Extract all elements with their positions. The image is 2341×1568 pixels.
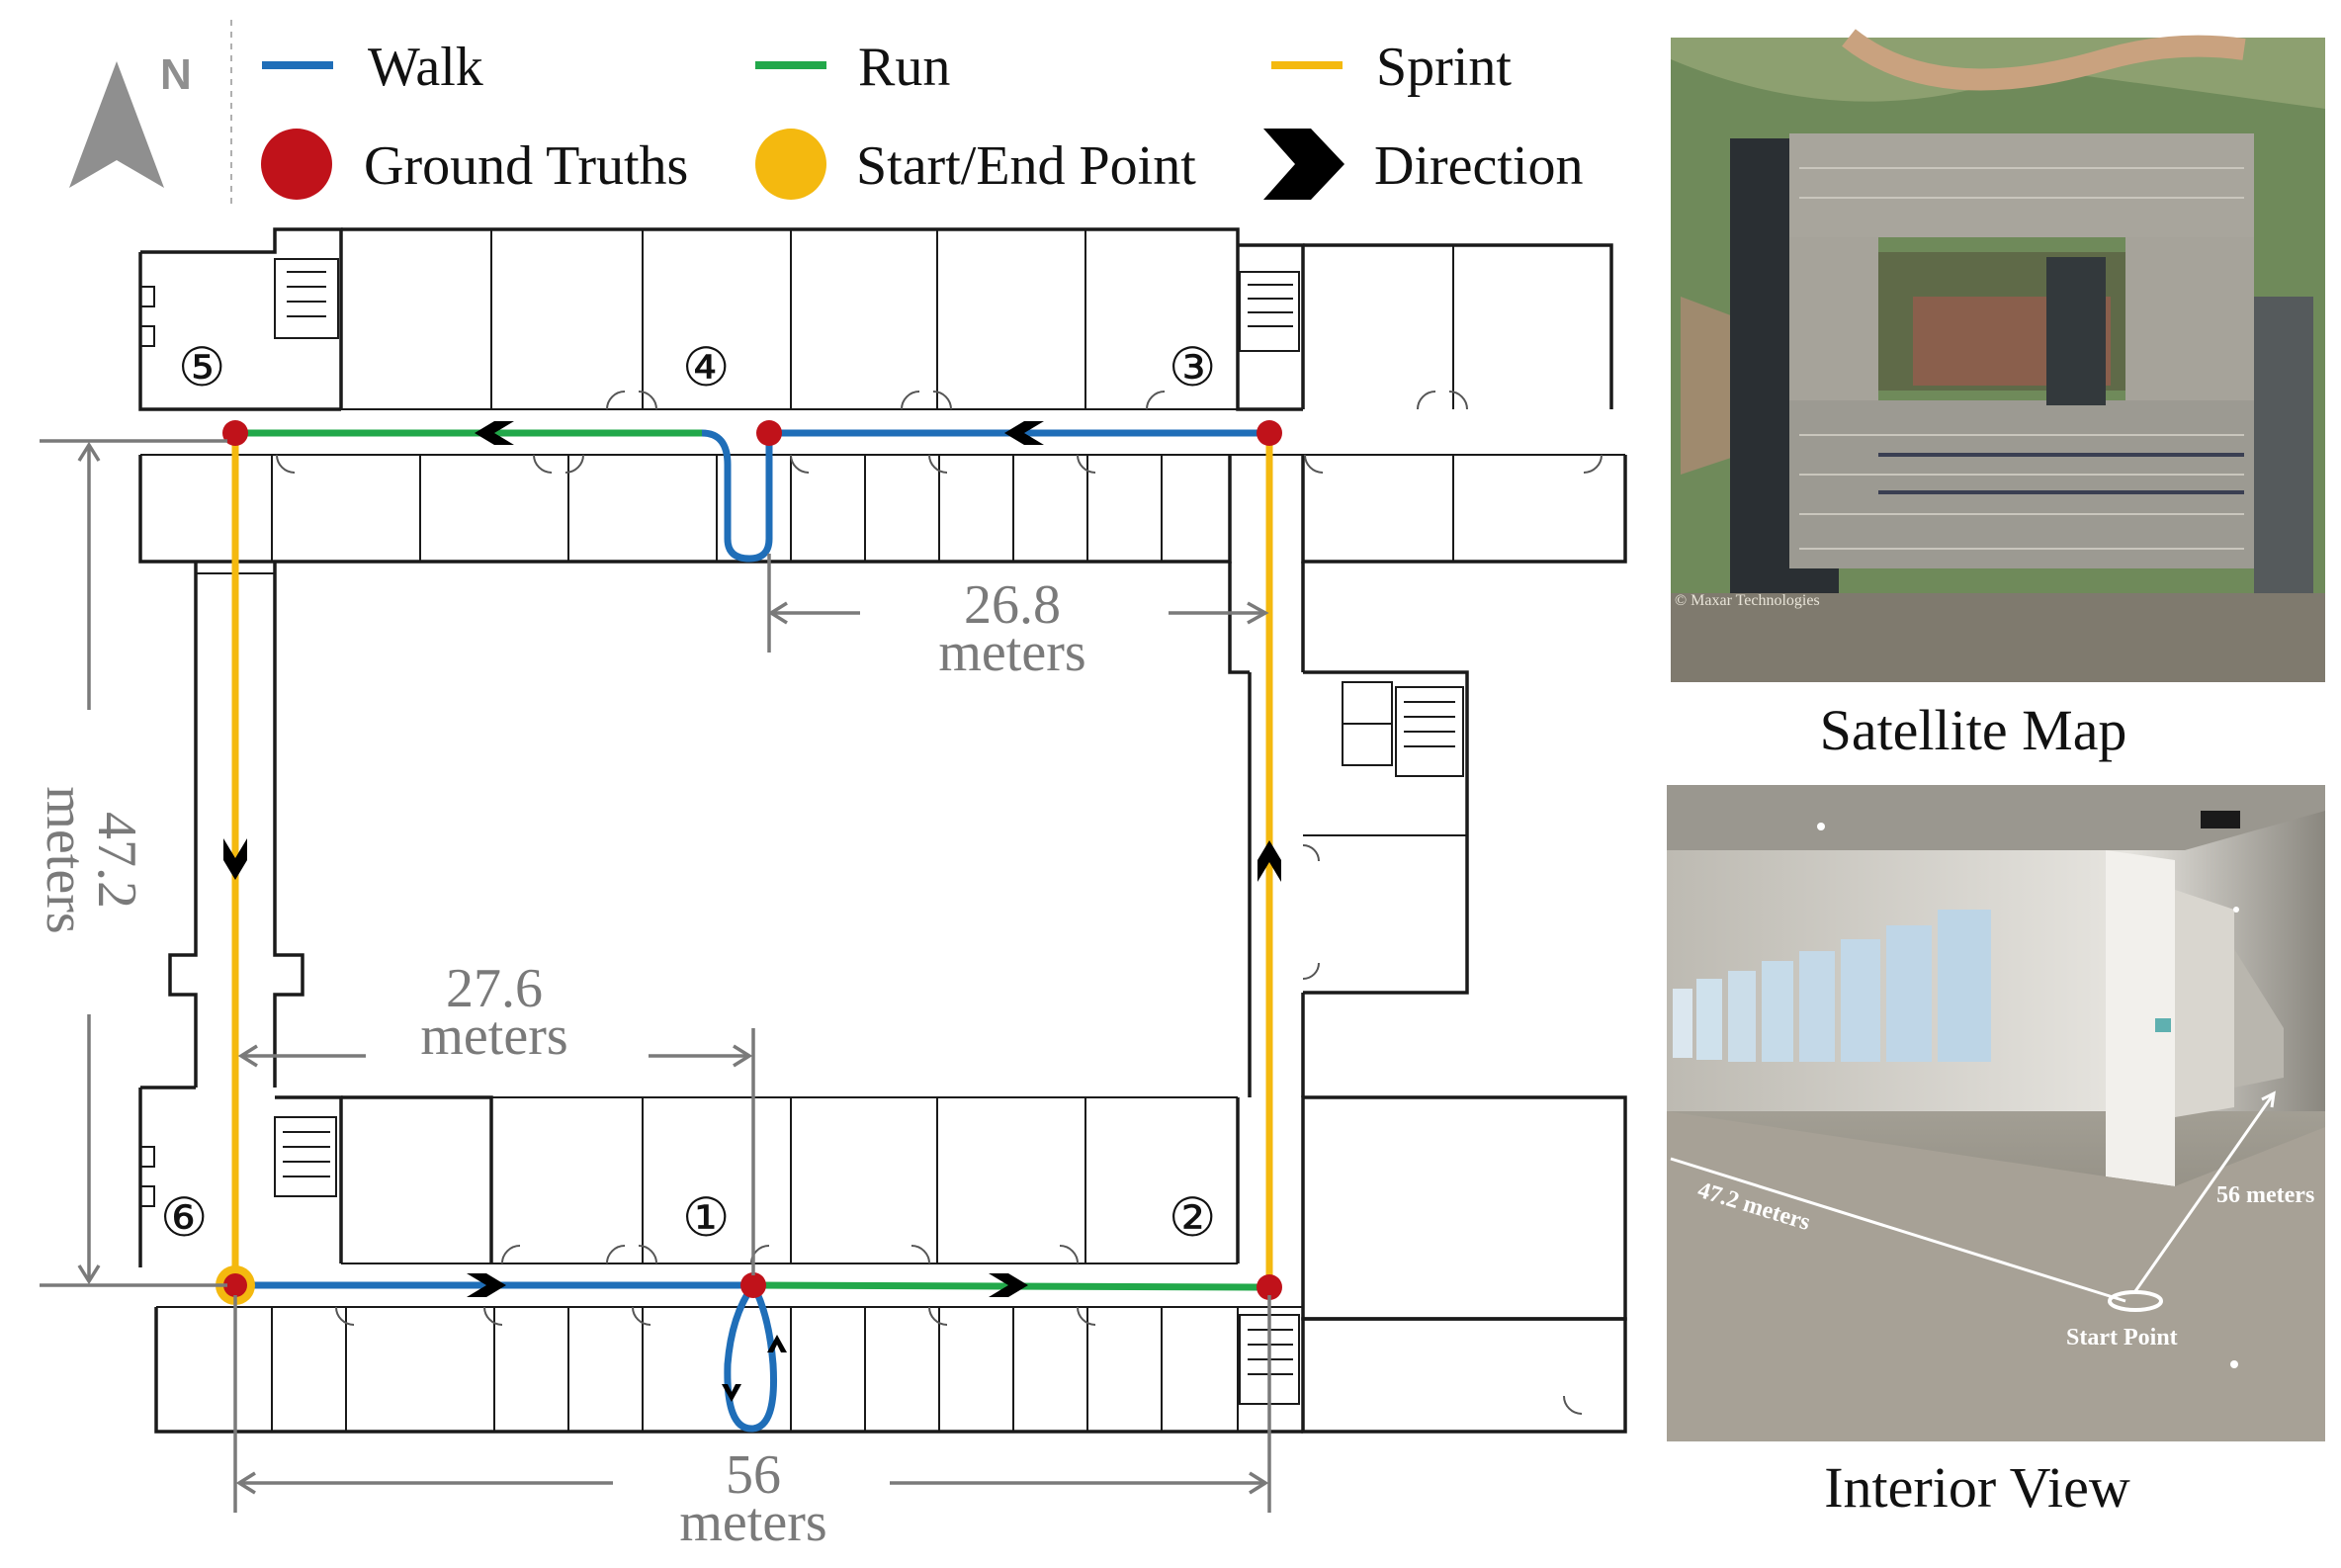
dimension-56: 56 meters [233,1295,1271,1553]
dim-26-8-unit: meters [938,622,1085,683]
interior-caption: Interior View [1824,1455,2130,1520]
floor-plan [138,227,1627,1434]
legend-direction-label: Direction [1374,135,1583,197]
legend-ground-truths-label: Ground Truths [364,135,688,197]
dimension-26-8: 26.8 meters [767,554,1269,683]
satellite-watermark: © Maxar Technologies [1675,592,1820,609]
south-wing [138,1086,1627,1434]
dim-47-2-unit: meters [35,786,96,933]
direction-chevron-icon [722,1384,741,1402]
ground-truth-point-6 [223,1273,247,1297]
dim-26-8-value: 26.8 [964,574,1061,636]
dimension-47-2: 47.2 meters [35,439,227,1287]
ground-truth-swatch [261,129,332,200]
dim-27-6-unit: meters [420,1005,567,1067]
north-wing [138,227,1627,564]
direction-chevron-icon [475,421,514,445]
ground-truth-points [216,420,1282,1305]
legend-run-label: Run [858,37,950,98]
direction-chevron-icon [767,1335,787,1352]
ground-truth-point-4 [756,420,782,446]
waypoint-label-5: ⑤ [178,338,225,397]
ground-truth-point-3 [1257,420,1282,446]
waypoint-label-2: ② [1169,1188,1216,1248]
walk-segment-north [701,429,1269,563]
waypoint-label-6: ⑥ [160,1188,208,1248]
east-wing [1228,562,1469,1097]
dim-56-value: 56 [726,1444,781,1506]
waypoint-label-4: ④ [682,338,730,397]
routes [223,421,1281,1433]
start-end-swatch [755,129,826,200]
poster-row [1673,910,1991,1062]
direction-chevron-icon [1004,421,1044,445]
direction-chevron-icon [989,1273,1028,1297]
north-arrow-icon: N [69,50,192,188]
interior-view: 47.2 meters 56 meters Start Point Interi… [1667,785,2325,1520]
legend-sprint-label: Sprint [1376,37,1512,98]
north-label: N [160,50,192,99]
legend-walk-label: Walk [368,37,483,98]
legend: Walk Run Sprint Ground Truths Start/End … [261,37,1583,200]
satellite-caption: Satellite Map [1820,698,2127,762]
ground-truth-point-2 [1257,1274,1282,1300]
waypoint-label-1: ① [682,1188,730,1248]
direction-chevron-icon [467,1273,506,1297]
ground-truth-point-5 [222,420,248,446]
direction-chevron-icon [1257,840,1281,882]
dim-56-unit: meters [679,1492,826,1553]
walk-segment-south [235,1281,777,1433]
satellite-map: © Maxar Technologies Satellite Map [1671,29,2325,762]
dim-27-6-value: 27.6 [446,958,543,1019]
direction-chevron-icon [223,838,247,880]
legend-start-end-label: Start/End Point [856,135,1196,197]
interior-label-start: Start Point [2066,1325,2178,1350]
waypoint-labels: ⑤ ④ ③ ① ② ⑥ [160,338,1216,1248]
ground-truth-point-1 [740,1272,766,1298]
direction-chevron-icon [1263,129,1344,200]
interior-label-56: 56 meters [2216,1182,2314,1208]
dimension-27-6: 27.6 meters [237,958,755,1275]
dim-47-2-value: 47.2 [86,812,147,909]
waypoint-label-3: ③ [1169,338,1216,397]
